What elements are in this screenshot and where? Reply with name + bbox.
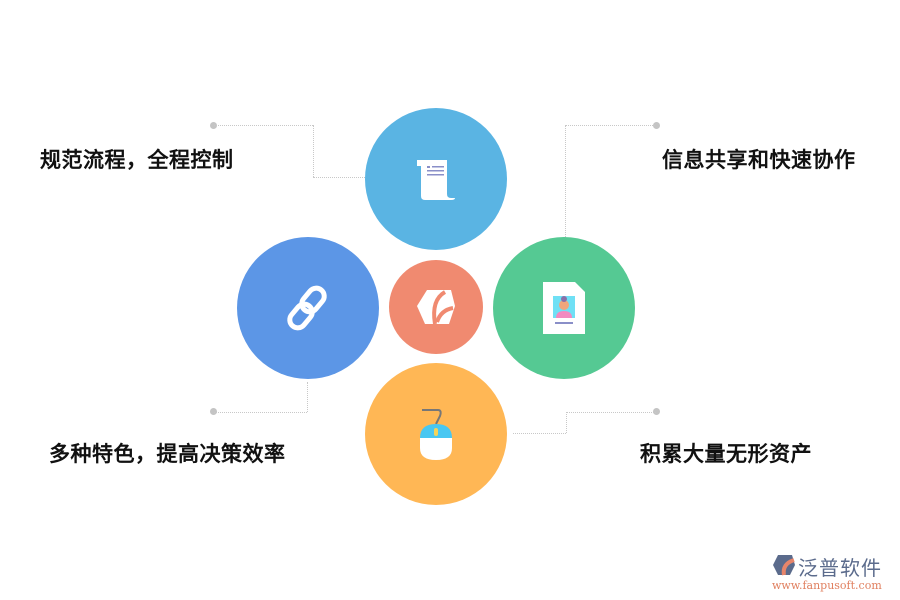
connector-dot-top-right — [653, 122, 660, 129]
feature-label-right: 信息共享和快速协作 — [662, 148, 856, 172]
connector-dot-bottom-right — [653, 408, 660, 415]
connector-line — [313, 125, 314, 177]
fanpu-logo-icon — [417, 290, 455, 325]
connector-line — [214, 125, 313, 126]
fanpu-brand-icon — [773, 555, 795, 576]
feature-label-left: 多种特色，提高决策效率 — [49, 442, 286, 466]
chain-link-icon — [287, 285, 327, 331]
connector-dot-bottom-left — [210, 408, 217, 415]
connector-line — [313, 177, 365, 178]
connector-line — [307, 382, 308, 412]
brand-url: www.fanpusoft.com — [772, 579, 882, 592]
brand-name: 泛普软件 — [798, 556, 882, 580]
scroll-document-icon — [417, 160, 455, 200]
connector-line — [565, 125, 655, 126]
center-node — [389, 260, 483, 354]
id-card-document-icon — [543, 282, 585, 334]
node-right — [493, 237, 635, 379]
connector-line — [565, 125, 566, 237]
mouse-icon — [420, 409, 452, 460]
connector-line — [513, 433, 566, 434]
connector-line — [566, 412, 656, 413]
feature-label-bottom: 积累大量无形资产 — [640, 442, 812, 466]
connector-line — [214, 412, 307, 413]
node-bottom — [365, 363, 507, 505]
node-left — [237, 237, 379, 379]
feature-label-top: 规范流程，全程控制 — [40, 148, 234, 172]
connector-line — [566, 412, 567, 433]
connector-dot-top-left — [210, 122, 217, 129]
node-top — [365, 108, 507, 250]
brand-logo: 泛普软件 www.fanpusoft.com — [770, 552, 895, 594]
